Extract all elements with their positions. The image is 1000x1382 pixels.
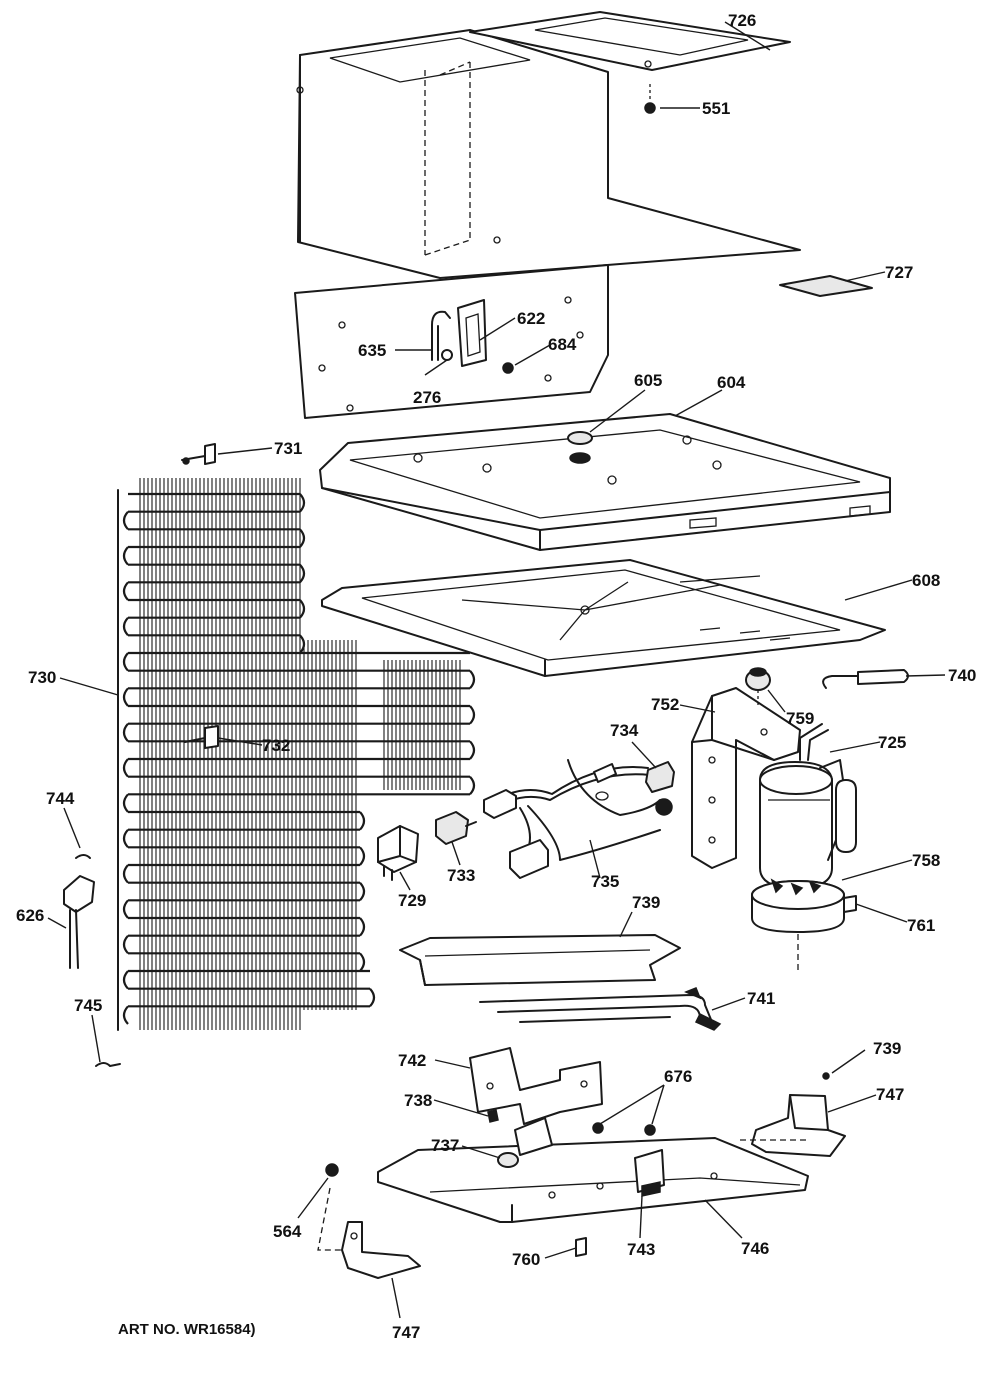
plug-733 — [435, 811, 477, 845]
label-276: 276 — [413, 388, 441, 407]
label-727: 727 — [885, 263, 913, 282]
clip-731 — [181, 443, 216, 465]
label-741: 741 — [747, 989, 775, 1008]
part-labels: 726 551 727 622 684 635 276 605 604 731 … — [16, 11, 976, 1342]
label-759: 759 — [786, 709, 814, 728]
label-747-left: 747 — [392, 1323, 420, 1342]
label-735: 735 — [591, 872, 619, 891]
screw-738 — [487, 1109, 499, 1123]
label-729: 729 — [398, 891, 426, 910]
label-732: 732 — [262, 736, 290, 755]
label-737: 737 — [431, 1136, 459, 1155]
label-733: 733 — [447, 866, 475, 885]
overload-734 — [645, 761, 675, 793]
label-622: 622 — [517, 309, 545, 328]
label-738: 738 — [404, 1091, 432, 1110]
leader-lines — [47, 21, 913, 1319]
power-cord-626 — [63, 875, 95, 969]
cover-plate-726 — [469, 11, 791, 71]
back-panel — [294, 264, 609, 419]
label-747-right: 747 — [876, 1085, 904, 1104]
compressor-758 — [751, 723, 857, 970]
foot-bracket-747a — [751, 1094, 846, 1157]
art-number: ART NO. WR16584) — [118, 1321, 256, 1338]
label-761: 761 — [907, 916, 935, 935]
label-551: 551 — [702, 99, 730, 118]
foot-bracket-747b — [341, 1221, 421, 1279]
heater-741 — [479, 987, 722, 1031]
condenser-fins — [139, 478, 461, 1030]
clip-732 — [184, 725, 219, 749]
label-752: 752 — [651, 695, 679, 714]
screws-676 — [592, 1122, 656, 1136]
label-730: 730 — [28, 668, 56, 687]
relay-729 — [377, 825, 419, 881]
label-726: 726 — [728, 11, 756, 30]
label-746: 746 — [741, 1239, 769, 1258]
label-739-screw: 739 — [873, 1039, 901, 1058]
label-725: 725 — [878, 733, 906, 752]
clip-744 — [75, 854, 91, 859]
label-743: 743 — [627, 1240, 655, 1259]
label-684: 684 — [548, 335, 577, 354]
label-635: 635 — [358, 341, 386, 360]
wedge-727 — [779, 275, 873, 297]
thermistor-740 — [822, 669, 946, 689]
base-746 — [377, 1117, 809, 1223]
label-742: 742 — [398, 1051, 426, 1070]
label-744: 744 — [46, 789, 75, 808]
top-housing — [296, 29, 801, 279]
label-731: 731 — [274, 439, 302, 458]
label-608: 608 — [912, 571, 940, 590]
label-758: 758 — [912, 851, 940, 870]
label-676: 676 — [664, 1067, 692, 1086]
grommet-759 — [745, 667, 771, 708]
harness-735 — [483, 759, 673, 879]
label-564: 564 — [273, 1222, 302, 1241]
foot-737 — [497, 1152, 519, 1168]
label-604: 604 — [717, 373, 746, 392]
label-605: 605 — [634, 371, 662, 390]
condenser-coil-730 — [117, 478, 476, 1031]
screw-739 — [822, 1072, 830, 1080]
clip-745 — [95, 1062, 121, 1067]
wire-761 — [843, 895, 857, 913]
label-745: 745 — [74, 996, 102, 1015]
drip-tray-739 — [399, 934, 681, 986]
screw-564 — [325, 1163, 339, 1177]
bracket-752 — [691, 687, 801, 869]
bracket-742 — [469, 1047, 603, 1125]
label-760: 760 — [512, 1250, 540, 1269]
label-734: 734 — [610, 721, 639, 740]
screw-551 — [644, 84, 656, 114]
label-740: 740 — [948, 666, 976, 685]
tray-608 — [321, 559, 886, 677]
pin-760 — [575, 1237, 587, 1257]
label-626: 626 — [16, 906, 44, 925]
label-739-tray: 739 — [632, 893, 660, 912]
pan-604 — [319, 413, 891, 551]
